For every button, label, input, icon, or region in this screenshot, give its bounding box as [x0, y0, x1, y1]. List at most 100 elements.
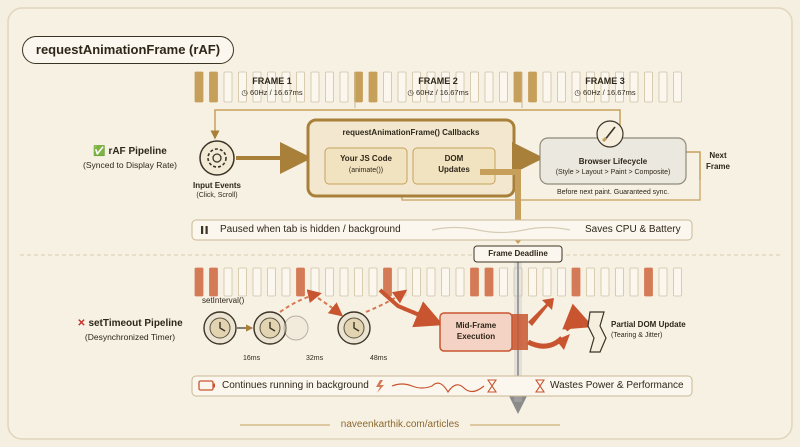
dom-updates-line1: DOM [444, 154, 464, 163]
frame-tick [542, 71, 552, 103]
time-48ms: 48ms [370, 355, 388, 362]
desync-arrow [317, 297, 344, 317]
active-frame-tick [194, 71, 204, 103]
continues-text: Continues running in background [222, 380, 369, 391]
frame-tick [542, 267, 552, 297]
gear-icon [199, 140, 235, 176]
frame-3-label: FRAME 3 [585, 76, 625, 86]
active-frame-tick [368, 71, 378, 103]
desync-arrow [279, 289, 322, 313]
frame-deadline-label-box [473, 245, 563, 263]
frame-tick [339, 267, 349, 297]
frame-tick [586, 267, 595, 297]
frame-tick [223, 71, 233, 103]
frame-tick [325, 71, 334, 103]
raf-frame-ticks [194, 71, 682, 103]
frame-tick [252, 267, 262, 297]
frame-tick [339, 71, 349, 103]
frame-tick [252, 71, 262, 103]
raf-pipeline-subtitle: (Synced to Display Rate) [82, 160, 177, 170]
time-16ms: 16ms [243, 355, 261, 362]
timeout-frame-ticks [194, 267, 682, 297]
timeout-pipeline-subtitle: (Desynchronized Timer) [84, 332, 176, 342]
frame-tick [557, 267, 566, 297]
frame-tick [368, 267, 378, 297]
frame-tick [354, 267, 363, 297]
set-interval-label: setInterval() [202, 296, 245, 305]
frame-tick [615, 71, 624, 103]
next-frame-arrow [678, 147, 701, 180]
frame-tick [325, 267, 334, 297]
frame-tick [397, 71, 407, 103]
deadline-conflict-marker [512, 314, 528, 350]
lightning-icon [376, 380, 384, 393]
frame-tick [470, 71, 479, 103]
frame-tick [455, 267, 465, 297]
frame-tick [571, 71, 581, 103]
misaligned-arrow [378, 288, 444, 328]
frame-3-rate: ◷ 60Hz / 16.67ms [574, 88, 636, 97]
active-frame-tick [528, 71, 537, 103]
timer-clock-2 [253, 311, 287, 345]
next-frame-line2: Frame [705, 162, 730, 171]
desync-arrow [365, 289, 408, 313]
calm-wave [431, 226, 571, 234]
frame-tick [658, 71, 668, 103]
page-title: requestAnimationFrame (rAF) [22, 36, 234, 64]
frame-tick [557, 71, 566, 103]
dom-updates-box [412, 147, 496, 185]
frame-tick [397, 267, 407, 297]
torn-page-icon [587, 311, 607, 353]
active-frame-tick [354, 71, 363, 103]
input-events-sub: (Click, Scroll) [196, 192, 238, 199]
callbacks-title: requestAnimationFrame() Callbacks [342, 128, 480, 137]
browser-lifecycle-note: Before next paint. Guaranteed sync. [556, 189, 670, 196]
active-frame-tick [644, 267, 653, 297]
frame-1-label: FRAME 1 [252, 76, 292, 86]
frame-tick [426, 267, 436, 297]
frame-tick [658, 267, 668, 297]
paused-bar [191, 219, 693, 241]
frame-tick [267, 267, 276, 297]
deadline-arrow [480, 169, 521, 238]
active-frame-tick [194, 267, 204, 297]
time-32ms: 32ms [306, 355, 324, 362]
frame-tick [600, 71, 610, 103]
continues-bar [191, 375, 693, 397]
active-frame-tick [571, 267, 581, 297]
mid-frame-line2: Execution [456, 332, 496, 341]
frame-tick [600, 267, 610, 297]
frame-tick [267, 71, 276, 103]
wastes-text: Wastes Power & Performance [550, 380, 684, 391]
to-partial-arrow [562, 303, 594, 332]
raf-pipeline-title: ✅ rAF Pipeline [93, 146, 167, 157]
noisy-wave [391, 382, 485, 394]
frame-tick [412, 71, 421, 103]
active-frame-tick [513, 71, 523, 103]
frame-deadline-label: Frame Deadline [488, 249, 548, 258]
frame-tick [629, 267, 639, 297]
frame-tick [644, 71, 653, 103]
timer-clock-1 [203, 311, 237, 345]
js-code-label: Your JS Code [340, 154, 392, 163]
partial-dom-title: Partial DOM Update [611, 320, 686, 329]
frame-2-rate: ◷ 60Hz / 16.67ms [407, 88, 469, 97]
frame-tick [310, 267, 320, 297]
active-frame-tick [209, 71, 218, 103]
frame-tick [455, 71, 465, 103]
paused-text: Paused when tab is hidden / background [220, 224, 401, 235]
frame-tick [441, 267, 450, 297]
frame-tick [281, 71, 291, 103]
hourglass-icon [534, 379, 546, 393]
frame-tick [383, 71, 392, 103]
footer-url: naveenkarthik.com/articles [340, 419, 460, 430]
hourglass-icon [486, 379, 498, 393]
next-frame-line1: Next [709, 151, 727, 160]
frame-tick [484, 71, 494, 103]
saves-text: Saves CPU & Battery [585, 224, 681, 235]
frame-1-rate: ◷ 60Hz / 16.67ms [241, 88, 303, 97]
frame-tick [586, 71, 595, 103]
frame-2-label: FRAME 2 [418, 76, 458, 86]
